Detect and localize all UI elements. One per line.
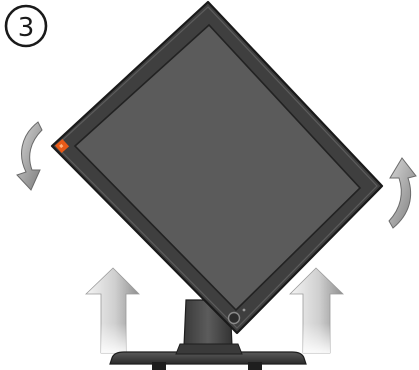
rotate-clockwise-arrow-icon: [388, 157, 417, 229]
monitor-screen: [73, 23, 362, 312]
lift-arrow-right: [289, 267, 344, 354]
power-button-icon: [227, 308, 246, 325]
lift-arrow-left: [85, 267, 140, 354]
circled-number-icon: [4, 4, 48, 48]
brand-logo: [54, 138, 70, 154]
stand-base: [109, 351, 307, 370]
monitor: [50, 0, 384, 335]
step-badge: 3: [4, 4, 48, 48]
step-number: 3: [18, 13, 35, 43]
rotate-counterclockwise-arrow-icon: [16, 121, 43, 191]
